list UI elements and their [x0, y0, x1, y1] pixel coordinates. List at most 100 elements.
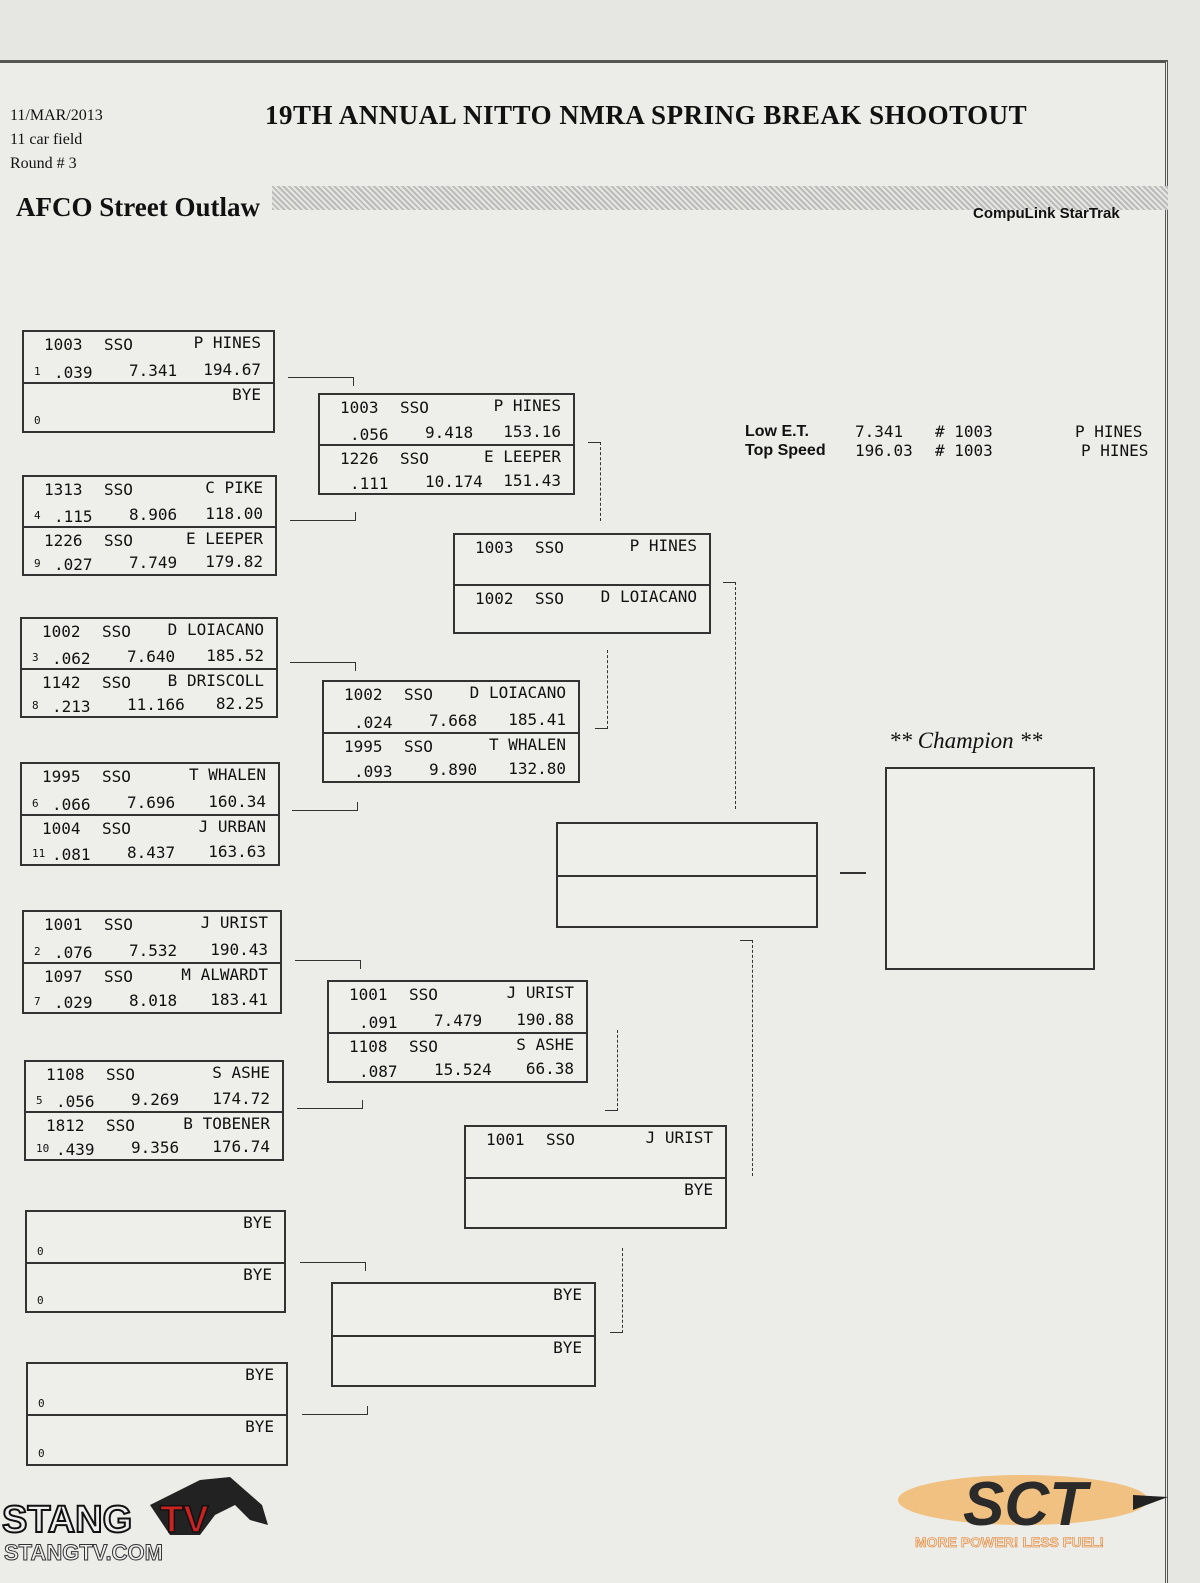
reaction-time: .076 — [54, 943, 93, 962]
seed-number: 7 — [34, 995, 41, 1008]
seed-number: 5 — [36, 1093, 43, 1107]
reaction-time: .081 — [52, 845, 91, 864]
seed-number: 0 — [37, 1244, 44, 1258]
reaction-time: .056 — [350, 425, 389, 444]
driver-name: J URIST — [200, 913, 268, 932]
lane-bottom: BYE — [466, 1177, 725, 1227]
connector — [610, 1248, 623, 1333]
car-number: 1226 — [340, 449, 379, 468]
car-number: 1108 — [46, 1065, 85, 1084]
final-lane-top — [558, 824, 816, 875]
driver-name: T WHALEN — [188, 765, 266, 784]
driver-name: P HINES — [493, 396, 561, 415]
elapsed-time: 8.018 — [129, 991, 178, 1010]
connector — [588, 442, 601, 521]
elapsed-time: 11.166 — [127, 695, 185, 714]
connector — [292, 802, 358, 811]
speed-mph: 176.74 — [212, 1137, 270, 1156]
seed-number: 0 — [34, 414, 41, 427]
stat-value: 7.341 — [855, 422, 904, 441]
connector — [295, 960, 361, 969]
lane-bottom: BYE — [333, 1334, 594, 1386]
driver-name: E LEEPER — [483, 447, 561, 466]
reaction-time: .039 — [54, 362, 93, 382]
car-class: SSO — [104, 967, 133, 986]
seed-number: 2 — [34, 945, 41, 958]
driver-name: BYE — [684, 1180, 713, 1199]
car-class: SSO — [409, 985, 438, 1004]
driver-name: B DRISCOLL — [167, 670, 264, 690]
connector — [290, 512, 356, 521]
speed-mph: 66.38 — [525, 1059, 574, 1078]
reaction-time: .029 — [54, 993, 93, 1012]
connector — [290, 662, 356, 671]
driver-name: S ASHE — [212, 1063, 270, 1082]
car-number: 1003 — [340, 398, 379, 417]
seed-number: 8 — [32, 699, 39, 712]
car-number: 1995 — [344, 736, 383, 756]
car-class: SSO — [104, 915, 133, 934]
car-class: SSO — [102, 672, 131, 692]
speed-mph: 190.88 — [516, 1009, 574, 1029]
elapsed-time: 7.640 — [127, 646, 176, 666]
speed-mph: 82.25 — [215, 694, 264, 713]
car-number: 1226 — [44, 530, 83, 550]
car-class: SSO — [106, 1115, 135, 1135]
speed-mph: 190.43 — [210, 940, 268, 959]
car-number: 1001 — [486, 1130, 525, 1149]
elapsed-time: 15.524 — [434, 1060, 492, 1079]
car-number: 1002 — [42, 622, 81, 641]
seed-number: 9 — [34, 557, 41, 570]
driver-name: J URBAN — [198, 817, 266, 836]
driver-name: P HINES — [193, 333, 261, 352]
car-number: 1142 — [42, 672, 81, 692]
driver-name: E LEEPER — [185, 528, 263, 548]
driver-name: BYE — [243, 1213, 272, 1232]
event-title: 19TH ANNUAL NITTO NMRA SPRING BREAK SHOO… — [265, 100, 1028, 130]
lane-top: BYE 0 — [27, 1212, 284, 1262]
elapsed-time: 9.890 — [429, 760, 478, 779]
stangtv-logo: STANG TV STANGTV.COM — [0, 1475, 275, 1570]
car-number: 1004 — [42, 819, 81, 838]
reaction-time: .027 — [54, 555, 93, 574]
car-number: 1003 — [475, 538, 514, 557]
elapsed-time: 9.269 — [131, 1089, 180, 1109]
speed-mph: 174.72 — [212, 1088, 270, 1108]
reaction-time: .056 — [56, 1091, 95, 1111]
sct-flame-logo-icon: SCT MORE POWER! LESS FUEL! — [898, 1470, 1168, 1550]
car-class: SSO — [104, 335, 133, 354]
reaction-time: .093 — [354, 762, 393, 781]
connector — [840, 872, 866, 874]
car-number: 1995 — [42, 767, 81, 786]
driver-name: C PIKE — [205, 478, 263, 497]
seed-number: 0 — [37, 1294, 44, 1307]
speed-mph: 160.34 — [208, 792, 266, 811]
svg-text:MORE POWER! LESS FUEL!: MORE POWER! LESS FUEL! — [915, 1534, 1104, 1550]
car-class: SSO — [535, 588, 564, 608]
car-number: 1001 — [44, 915, 83, 934]
connector — [723, 582, 736, 809]
elapsed-time: 7.668 — [429, 710, 478, 730]
connector — [740, 940, 753, 1176]
connector — [595, 650, 608, 729]
